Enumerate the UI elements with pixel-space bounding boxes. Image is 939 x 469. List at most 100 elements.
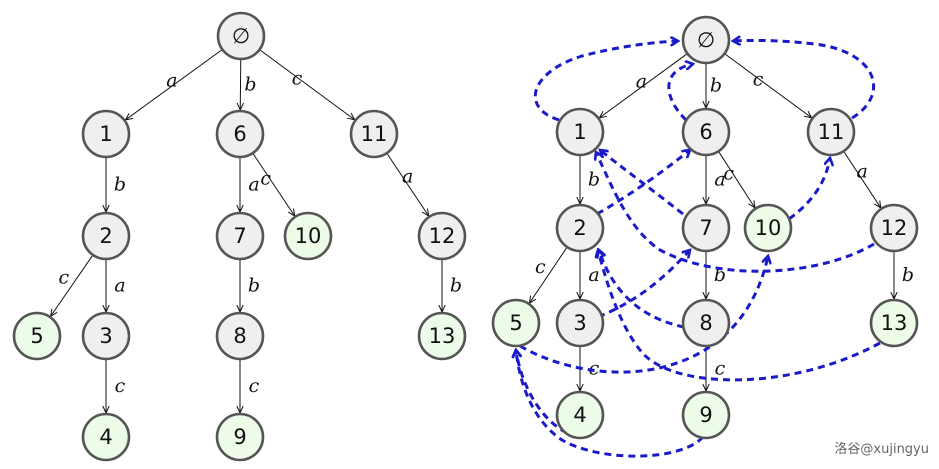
node-label: 1: [99, 122, 112, 146]
node-circle: [555, 298, 605, 348]
edge-label-root-1: a: [166, 70, 177, 92]
trie-node-3: 3: [81, 311, 131, 361]
node-circle: [555, 390, 605, 440]
watermark-text: 洛谷@xujingyu: [834, 442, 929, 457]
trie-node-6: 6: [681, 107, 731, 157]
node-circle: [555, 203, 605, 253]
node-label: 4: [573, 403, 586, 427]
node-circle: [81, 311, 131, 361]
terminal-node-5: 5: [12, 311, 62, 361]
edge-label-root-6: b: [710, 75, 722, 97]
node-label: 10: [295, 224, 322, 248]
edge-label-2-5: c: [58, 267, 69, 289]
edge-label-8-9: c: [715, 358, 726, 380]
node-circle: [743, 203, 793, 253]
trie-edge-root-1: [599, 53, 688, 118]
terminal-node-9: 9: [681, 390, 731, 440]
trie-edge-root-1: [125, 49, 223, 120]
node-circle: [81, 109, 131, 159]
node-label: 10: [755, 216, 782, 240]
edge-label-6-7: a: [248, 174, 259, 196]
node-label: 9: [233, 425, 246, 449]
edge-label-6-10: c: [260, 168, 271, 190]
node-label: 2: [99, 224, 112, 248]
fail-link-1-to-root: [533, 41, 678, 122]
edge-label-2-5: c: [535, 256, 546, 278]
edge-label-12-13: b: [450, 275, 462, 297]
node-circle: [215, 311, 265, 361]
node-label: 4: [99, 425, 112, 449]
trie-node-root: ∅: [681, 15, 731, 65]
node-label: 5: [509, 311, 522, 335]
edge-label-1-2: b: [114, 174, 126, 196]
trie-edge-root-11: [259, 49, 355, 120]
trie-edge-6-10: [718, 151, 755, 208]
terminal-node-13: 13: [869, 298, 919, 348]
terminal-node-5: 5: [491, 298, 541, 348]
trie-node-1: 1: [81, 109, 131, 159]
trie-edge-11-12: [386, 152, 429, 216]
node-label: 11: [818, 120, 845, 144]
node-circle: [417, 311, 467, 361]
trie-node-8: 8: [681, 298, 731, 348]
node-label: 12: [429, 224, 456, 248]
fail-link-11-to-root: [733, 40, 876, 120]
fail-link-10-to-11: [788, 158, 830, 221]
fail-link-9-to-5: [516, 350, 705, 458]
node-circle: [283, 211, 333, 261]
trie-edge-root-11: [724, 53, 812, 118]
node-circle: [81, 211, 131, 261]
edge-label-3-4: c: [589, 358, 600, 380]
fail-link-13-to-2: [598, 250, 881, 382]
edge-label-7-8: b: [248, 275, 260, 297]
node-label: ∅: [697, 28, 715, 52]
node-circle: [12, 311, 62, 361]
node-circle: [681, 15, 731, 65]
node-circle: [681, 203, 731, 253]
edge-label-11-12: a: [857, 161, 868, 183]
fail-link-5-to-10: [519, 256, 768, 374]
trie-edge-6-10: [252, 152, 295, 216]
edge-label-1-2: b: [588, 169, 600, 191]
node-label: 13: [881, 311, 908, 335]
trie-node-2: 2: [555, 203, 605, 253]
node-circle: [81, 412, 131, 462]
node-circle: [555, 107, 605, 157]
edge-label-2-3: a: [114, 275, 125, 297]
trie-node-11: 11: [806, 107, 856, 157]
node-label: 1: [573, 120, 586, 144]
trie-node-2: 2: [81, 211, 131, 261]
trie-node-12: 12: [417, 211, 467, 261]
trie-node-7: 7: [215, 211, 265, 261]
terminal-node-13: 13: [417, 311, 467, 361]
node-circle: [681, 390, 731, 440]
edge-label-root-11: c: [292, 68, 303, 90]
node-label: 9: [699, 403, 712, 427]
node-circle: [215, 109, 265, 159]
node-label: 5: [30, 324, 43, 348]
node-label: 8: [699, 311, 712, 335]
node-label: 12: [881, 216, 908, 240]
terminal-node-9: 9: [215, 412, 265, 462]
fail-link-4-to-5: [516, 350, 579, 439]
node-label: 7: [699, 216, 712, 240]
node-label: 3: [573, 311, 586, 335]
node-circle: [215, 412, 265, 462]
trie-edge-11-12: [843, 150, 881, 208]
trie-node-6: 6: [215, 109, 265, 159]
edge-label-8-9: c: [249, 375, 260, 397]
edge-label-12-13: b: [902, 264, 914, 286]
fail-link-6-to-root: [667, 64, 693, 122]
fail-link-2-to-6: [596, 150, 690, 216]
node-label: 6: [699, 120, 712, 144]
edge-label-root-1: a: [636, 71, 647, 93]
trie-node-root: ∅: [216, 11, 266, 61]
node-circle: [869, 298, 919, 348]
trie-node-8: 8: [215, 311, 265, 361]
node-circle: [806, 107, 856, 157]
trie-edge-root-6: [240, 58, 241, 110]
node-circle: [869, 203, 919, 253]
